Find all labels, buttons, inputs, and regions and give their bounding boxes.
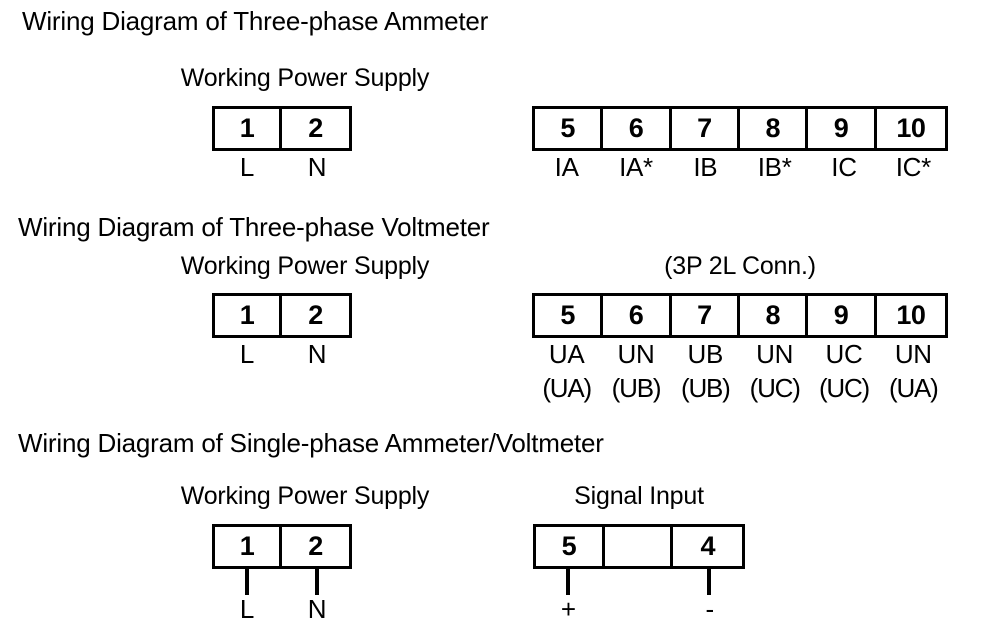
terminal-cell[interactable]: 5 <box>535 296 604 335</box>
terminal-cell[interactable]: 7 <box>671 296 741 335</box>
terminal-cell[interactable]: 1 <box>215 296 283 335</box>
connection-mode-label-2: (3P 2L Conn.) <box>664 252 816 280</box>
signal-terminal-strip-2: 5 6 7 8 9 10 <box>532 293 948 338</box>
terminal-cell[interactable]: 6 <box>603 296 672 335</box>
section-title-single-phase-ammeter-voltmeter: Wiring Diagram of Single-phase Ammeter/V… <box>18 428 604 458</box>
terminal-cell[interactable]: 8 <box>740 296 809 335</box>
terminal-cell[interactable]: 4 <box>673 527 743 566</box>
terminal-cell[interactable]: 10 <box>876 109 946 148</box>
signal-pin-labels-2: UA UN UB UN UC UN <box>532 339 948 369</box>
terminal-cell[interactable]: 6 <box>603 109 672 148</box>
power-supply-label-1: Working Power Supply <box>180 64 430 92</box>
pin-label-secondary: (UA) <box>542 373 592 403</box>
signal-input-label-3: Signal Input <box>574 482 704 510</box>
pin-label <box>604 594 675 624</box>
terminal-cell-empty[interactable] <box>604 527 674 566</box>
lead-line-signal-positive <box>566 569 570 595</box>
pin-label: + <box>560 594 576 624</box>
signal-pin-labels-3: + - <box>533 594 745 624</box>
terminal-cell[interactable]: 10 <box>876 296 946 335</box>
signal-terminal-strip-1: 5 6 7 8 9 10 <box>532 106 948 151</box>
pin-label-secondary: (UC) <box>818 373 870 403</box>
power-terminal-strip-3: 1 2 <box>212 524 352 569</box>
pin-label-secondary: (UC) <box>749 373 801 403</box>
terminal-cell[interactable]: 2 <box>282 296 349 335</box>
pin-label: UA <box>548 339 585 369</box>
pin-label: L <box>239 339 255 369</box>
pin-label: IC* <box>895 152 932 182</box>
pin-label: L <box>239 152 255 182</box>
terminal-cell[interactable]: 2 <box>282 527 349 566</box>
terminal-cell[interactable]: 9 <box>808 109 877 148</box>
terminal-cell[interactable]: 1 <box>215 109 283 148</box>
pin-label: IC <box>831 152 857 182</box>
pin-label: IB <box>693 152 718 182</box>
terminal-cell[interactable]: 5 <box>536 527 605 566</box>
terminal-cell[interactable]: 7 <box>671 109 741 148</box>
section-title-three-phase-voltmeter: Wiring Diagram of Three-phase Voltmeter <box>18 212 490 242</box>
power-terminal-strip-1: 1 2 <box>212 106 352 151</box>
pin-label-secondary: (UA) <box>888 373 939 403</box>
pin-label: UB <box>687 339 724 369</box>
lead-line-power-n <box>315 569 319 595</box>
power-pin-labels-1: L N <box>212 152 352 182</box>
pin-label: L <box>239 594 255 624</box>
pin-label: UN <box>617 339 655 369</box>
pin-label-secondary: (UB) <box>681 373 731 403</box>
power-supply-label-3: Working Power Supply <box>180 482 430 510</box>
pin-label: N <box>307 594 327 624</box>
pin-label: UN <box>894 339 932 369</box>
pin-label-secondary: (UB) <box>611 373 662 403</box>
terminal-cell[interactable]: 2 <box>282 109 349 148</box>
pin-label: N <box>307 152 327 182</box>
pin-label: IA <box>554 152 579 182</box>
signal-terminal-strip-3: 5 4 <box>533 524 745 569</box>
pin-label: - <box>705 594 714 624</box>
pin-label: N <box>307 339 327 369</box>
signal-pin-labels-secondary-2: (UA) (UB) (UB) (UC) (UC) (UA) <box>532 373 948 403</box>
pin-label: UC <box>825 339 863 369</box>
power-pin-labels-3: L N <box>212 594 352 624</box>
power-supply-label-2: Working Power Supply <box>180 252 430 280</box>
pin-label: IA* <box>619 152 653 182</box>
terminal-cell[interactable]: 1 <box>215 527 283 566</box>
terminal-cell[interactable]: 9 <box>808 296 877 335</box>
section-title-three-phase-ammeter: Wiring Diagram of Three-phase Ammeter <box>22 6 489 36</box>
pin-label: IB* <box>757 152 792 182</box>
power-terminal-strip-2: 1 2 <box>212 293 352 338</box>
terminal-cell[interactable]: 8 <box>740 109 809 148</box>
signal-pin-labels-1: IA IA* IB IB* IC IC* <box>532 152 948 182</box>
pin-label: UN <box>756 339 794 369</box>
lead-line-power-l <box>245 569 249 595</box>
lead-line-signal-negative <box>707 569 711 595</box>
power-pin-labels-2: L N <box>212 339 352 369</box>
terminal-cell[interactable]: 5 <box>535 109 604 148</box>
